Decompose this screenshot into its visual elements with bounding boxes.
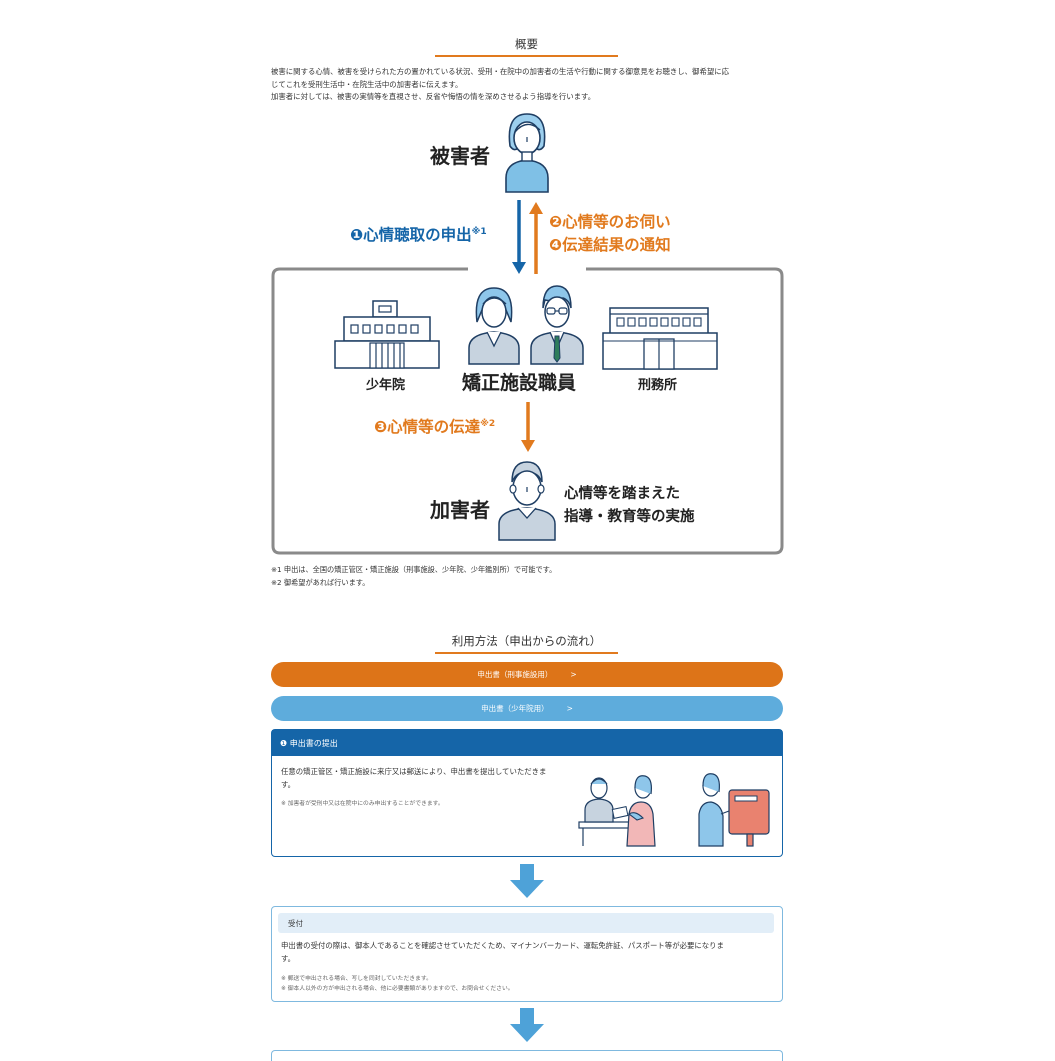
step1-text: ❶心情聴取の申出	[350, 226, 472, 244]
diagram-arrows	[512, 200, 543, 274]
step2-label: ❷心情等のお伺い	[549, 213, 671, 231]
overview-title: 概要	[515, 37, 538, 51]
footnote-2: ※2 御希望があれば行います。	[271, 577, 370, 587]
prison-building-icon	[602, 307, 718, 370]
juvenile-form-button[interactable]: 申出書（少年院用） >	[271, 696, 783, 721]
step1-card-header: ❶ 申出書の提出	[272, 730, 782, 756]
victim-label: 被害者	[430, 144, 490, 168]
next-step-card	[271, 1050, 783, 1061]
step3-label: ❸心情等の伝達※2	[374, 415, 495, 437]
prison-label: 刑務所	[638, 378, 678, 393]
prison-form-button-label: 申出書（刑事施設用）	[477, 670, 553, 679]
usage-title: 利用方法（申出からの流れ）	[451, 634, 602, 648]
intro-line-3: 加害者に対しては、被害の実情等を直視させ、反省や悔悟の情を深めさせるよう指導を行…	[271, 92, 596, 102]
guidance-line-1: 心情等を踏まえた	[564, 486, 680, 502]
step1-label: ❶心情聴取の申出※1	[350, 223, 487, 245]
offender-figure-icon	[498, 461, 556, 541]
submission-illustration-icon	[578, 773, 770, 847]
juvenile-school-building-icon	[334, 300, 440, 369]
intro-line-2: じてこれを受刑生活中・在院生活中の加害者に伝えます。	[271, 79, 463, 89]
step3-arrow	[521, 402, 535, 452]
footnote-1: ※1 申出は、全国の矯正管区・矯正施設（刑事施設、少年院、少年鑑別所）で可能です…	[271, 565, 557, 574]
facility-frame	[271, 267, 784, 555]
down-arrow-icon	[510, 864, 544, 898]
victim-figure-icon	[505, 113, 549, 193]
step1-note-mark: ※1	[471, 226, 487, 237]
step1-card-note: ※ 加害者が受刑中又は在院中にのみ申出することができます。	[281, 801, 444, 807]
usage-title-underline	[435, 652, 618, 654]
reception-card-notes: ※ 郵送で申出される場合、写しを同封していただきます。 ※ 御本人以外の方が申出…	[281, 974, 514, 994]
reception-note-2: ※ 御本人以外の方が申出される場合、他に必要書類がありますので、お問合せください…	[281, 986, 514, 992]
down-arrow-icon	[510, 1008, 544, 1042]
reception-card-header: 受付	[278, 913, 774, 933]
step4-label: ❹伝達結果の通知	[549, 236, 671, 254]
staff-label: 矯正施設職員	[462, 372, 577, 394]
reception-card: 受付 申出書の受付の際は、御本人であることを確認させていただくため、マイナンバー…	[271, 906, 783, 1002]
prison-form-button[interactable]: 申出書（刑事施設用） >	[271, 662, 783, 687]
step1-text-line-2: す。	[281, 779, 296, 789]
step1-text-line-1: 任意の矯正管区・矯正施設に来庁又は郵送により、申出書を提出していただきま	[281, 767, 547, 776]
chevron-right-icon: >	[570, 670, 577, 679]
reception-text-line-1: 申出書の受付の際は、御本人であることを確認させていただくため、マイナンバーカード…	[281, 941, 724, 950]
reception-note-1: ※ 郵送で申出される場合、写しを同封していただきます。	[281, 976, 432, 982]
correctional-staff-icon	[468, 285, 584, 365]
diagram-footnotes: ※1 申出は、全国の矯正管区・矯正施設（刑事施設、少年院、少年鑑別所）で可能です…	[271, 564, 556, 589]
guidance-text: 心情等を踏まえた 指導・教育等の実施	[564, 483, 695, 529]
reception-card-text: 申出書の受付の際は、御本人であることを確認させていただくため、マイナンバーカード…	[281, 940, 776, 965]
step3-note-mark: ※2	[480, 418, 496, 429]
guidance-line-2: 指導・教育等の実施	[564, 509, 695, 525]
overview-intro: 被害に関する心情、被害を受けられた方の置かれている状況、受刑・在院中の加害者の生…	[271, 66, 783, 104]
overview-title-underline	[435, 55, 618, 57]
juvenile-school-label: 少年院	[366, 378, 406, 393]
chevron-right-icon: >	[566, 704, 573, 713]
juvenile-form-button-label: 申出書（少年院用）	[481, 704, 549, 713]
intro-line-1: 被害に関する心情、被害を受けられた方の置かれている状況、受刑・在院中の加害者の生…	[271, 67, 730, 76]
step1-card-text: 任意の矯正管区・矯正施設に来庁又は郵送により、申出書を提出していただきま す。	[281, 766, 581, 791]
step3-text: ❸心情等の伝達	[374, 418, 481, 436]
reception-text-line-2: す。	[281, 953, 296, 963]
step1-card: ❶ 申出書の提出 任意の矯正管区・矯正施設に来庁又は郵送により、申出書を提出して…	[271, 729, 783, 857]
offender-label: 加害者	[430, 498, 490, 522]
